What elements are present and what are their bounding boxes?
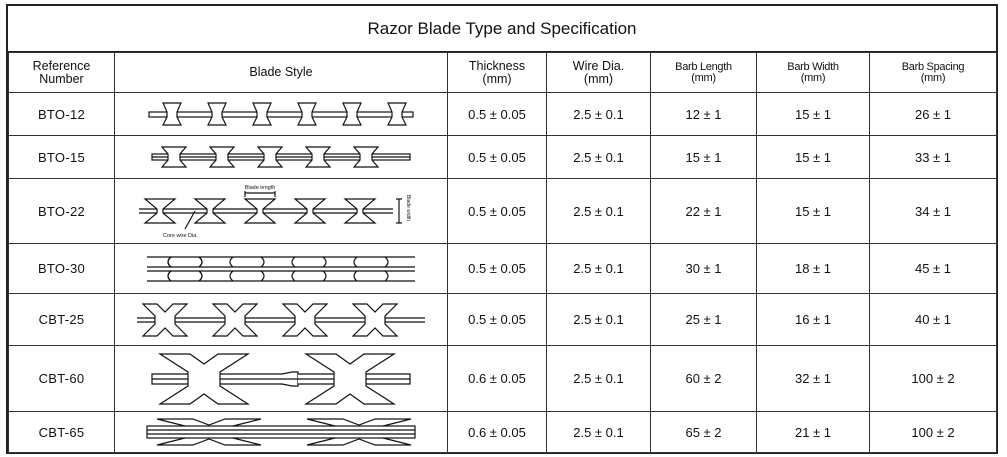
blade-drawing-cbt-25 — [137, 302, 425, 337]
wire-dia-cell: 2.5 ± 0.1 — [546, 243, 651, 294]
thickness-cell: 0.5 ± 0.05 — [447, 293, 547, 346]
barb-length-cell: 25 ± 1 — [650, 293, 757, 346]
annotation-core-wire-dia: Core wire Dia. — [163, 233, 198, 239]
wire-dia-cell: 2.5 ± 0.1 — [546, 92, 651, 136]
blade-style-cell — [114, 345, 448, 412]
barb-length-cell: 15 ± 1 — [650, 135, 757, 179]
ref-number-cell: BTO-30 — [8, 243, 115, 294]
barb-length-cell: 22 ± 1 — [650, 178, 757, 244]
barb-width-cell: 15 ± 1 — [756, 92, 870, 136]
barb-spacing-cell: 40 ± 1 — [869, 293, 997, 346]
barb-spacing-cell: 34 ± 1 — [869, 178, 997, 244]
wire-dia-cell: 2.5 ± 0.1 — [546, 178, 651, 244]
ref-number-cell: BTO-15 — [8, 135, 115, 179]
blade-style-cell — [114, 135, 448, 179]
annotation-blade-width: Blade width — [405, 195, 411, 221]
table-row: BTO-22 — [8, 178, 997, 244]
wire-dia-cell: 2.5 ± 0.1 — [546, 293, 651, 346]
ref-number-cell: BTO-12 — [8, 92, 115, 136]
thickness-cell: 0.6 ± 0.05 — [447, 411, 547, 453]
blade-drawing-bto-30 — [147, 255, 415, 282]
header-barb-width: Barb Width (mm) — [756, 52, 870, 93]
barb-length-cell: 30 ± 1 — [650, 243, 757, 294]
blade-drawing-cbt-65 — [146, 418, 416, 446]
blade-drawing-bto-15 — [151, 146, 411, 168]
header-reference-number: Reference Number — [8, 52, 115, 93]
table-row: CBT-25 0.5 ± 0.05 2.5 ± 0.1 25 — [8, 293, 997, 346]
header-blade-style: Blade Style — [114, 52, 448, 93]
blade-style-cell — [114, 243, 448, 294]
table-row: CBT-65 0.6 ± 0.05 2.5 ± 0.1 65 ± 2 — [8, 411, 997, 453]
spec-table-frame: Razor Blade Type and Specification Refer… — [6, 4, 998, 454]
thickness-cell: 0.6 ± 0.05 — [447, 345, 547, 412]
thickness-cell: 0.5 ± 0.05 — [447, 92, 547, 136]
wire-dia-cell: 2.5 ± 0.1 — [546, 411, 651, 453]
barb-length-cell: 12 ± 1 — [650, 92, 757, 136]
barb-spacing-cell: 100 ± 2 — [869, 345, 997, 412]
header-thickness: Thickness (mm) — [447, 52, 547, 93]
wire-dia-cell: 2.5 ± 0.1 — [546, 135, 651, 179]
blade-style-cell — [114, 92, 448, 136]
blade-style-cell: Blade length Blade width Core wire Dia. — [114, 178, 448, 244]
ref-number-cell: CBT-25 — [8, 293, 115, 346]
table-row: BTO-30 — [8, 243, 997, 294]
blade-drawing-bto-12 — [148, 102, 414, 126]
thickness-cell: 0.5 ± 0.05 — [447, 178, 547, 244]
table-title: Razor Blade Type and Specification — [8, 6, 996, 52]
barb-length-cell: 65 ± 2 — [650, 411, 757, 453]
header-barb-spacing: Barb Spacing (mm) — [869, 52, 997, 93]
barb-width-cell: 15 ± 1 — [756, 178, 870, 244]
table-row: BTO-12 0.5 ± 0.05 2.5 ± 0 — [8, 92, 997, 136]
barb-length-cell: 60 ± 2 — [650, 345, 757, 412]
header-barb-length: Barb Length (mm) — [650, 52, 757, 93]
barb-spacing-cell: 45 ± 1 — [869, 243, 997, 294]
blade-style-cell — [114, 411, 448, 453]
ref-number-cell: BTO-22 — [8, 178, 115, 244]
blade-style-cell — [114, 293, 448, 346]
header-wire-dia: Wire Dia. (mm) — [546, 52, 651, 93]
ref-number-cell: CBT-60 — [8, 345, 115, 412]
barb-spacing-cell: 100 ± 2 — [869, 411, 997, 453]
blade-drawing-bto-22: Blade length Blade width Core wire Dia. — [139, 185, 411, 239]
table-row: CBT-60 0.6 ± 0.05 2.5 ± 0.1 60 ± 2 — [8, 345, 997, 412]
barb-width-cell: 16 ± 1 — [756, 293, 870, 346]
barb-spacing-cell: 26 ± 1 — [869, 92, 997, 136]
wire-dia-cell: 2.5 ± 0.1 — [546, 345, 651, 412]
barb-width-cell: 18 ± 1 — [756, 243, 870, 294]
ref-number-cell: CBT-65 — [8, 411, 115, 453]
barb-width-cell: 15 ± 1 — [756, 135, 870, 179]
spec-table: Reference Number Blade Style Thickness (… — [8, 52, 997, 453]
barb-width-cell: 32 ± 1 — [756, 345, 870, 412]
table-row: BTO-15 0.5 ± 0.05 2.5 ± 0 — [8, 135, 997, 179]
blade-drawing-cbt-60 — [151, 352, 411, 405]
barb-spacing-cell: 33 ± 1 — [869, 135, 997, 179]
thickness-cell: 0.5 ± 0.05 — [447, 243, 547, 294]
header-row: Reference Number Blade Style Thickness (… — [8, 52, 997, 93]
thickness-cell: 0.5 ± 0.05 — [447, 135, 547, 179]
barb-width-cell: 21 ± 1 — [756, 411, 870, 453]
annotation-blade-length: Blade length — [245, 185, 276, 191]
